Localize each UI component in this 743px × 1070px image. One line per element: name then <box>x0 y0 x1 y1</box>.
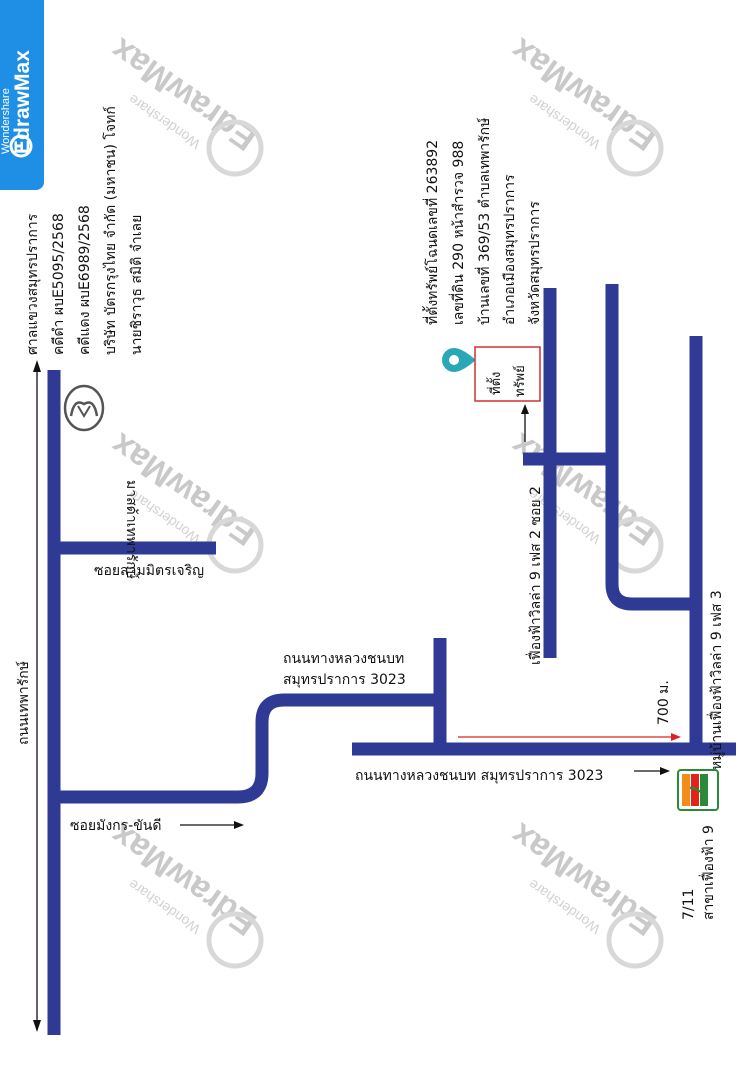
label-seven-line-1: 7/11 <box>681 889 697 920</box>
property-info: ที่ตั้งทรัพย์โฉนดเลขที่ 263892 เลขที่ดิน… <box>422 117 543 325</box>
mazda-logo-icon <box>63 384 105 432</box>
location-pin-icon <box>442 348 476 372</box>
arrow-soi-mangkon <box>180 821 244 829</box>
label-thepharak: ถนนเทพารักษ์ <box>15 661 32 745</box>
arrow-to-property <box>521 404 529 442</box>
badge-text: Wondershare EdrawMax <box>0 0 44 154</box>
watermark-bottom-left: EdrawMax Wondershare <box>104 815 264 943</box>
property-marker-box <box>474 346 541 402</box>
watermark-logo <box>206 119 264 177</box>
property-line-4: อำเภอเมืองสมุทรปราการ <box>502 174 518 325</box>
edrawmax-logo-icon <box>9 134 33 158</box>
distance-arrow <box>458 733 681 741</box>
property-line-2: เลขที่ดิน 290 หน้าสำรวจ 988 <box>449 141 467 325</box>
badge-line-2: EdrawMax <box>11 50 34 154</box>
arrow-highway <box>634 767 670 775</box>
road-soi-mangkon <box>54 693 436 804</box>
edrawmax-badge: Wondershare EdrawMax <box>0 0 44 190</box>
court-info: ศาลแขวงสมุทรปราการ คดีดำ ผบE5095/2568 คด… <box>25 106 145 355</box>
main-road-axis <box>33 360 41 1032</box>
court-line-4: บริษัท บัตรกรุงไทย จำกัด (มหาชน) โจทก์ <box>102 106 119 355</box>
watermark-logo <box>606 911 664 969</box>
watermark-logo <box>206 911 264 969</box>
label-highway-top-1: ถนนทางหลวงชนบท <box>283 651 404 667</box>
svg-text:7: 7 <box>686 784 706 794</box>
label-fueangfa-phase3: หมู่บ้านเฟื่องฟ้าวิลล่า 9 เฟส 3 <box>707 590 725 770</box>
property-marker-line-2: ทรัพย์ <box>512 365 528 397</box>
court-line-5: นายชิราวุธ สมิติ จำเลย <box>129 215 145 355</box>
road-network <box>47 284 736 1035</box>
seven-eleven-logo-icon: 7 <box>677 769 719 811</box>
label-distance: 700 ม. <box>656 680 672 725</box>
watermark-mid-right: EdrawMax Wondershare <box>504 425 664 553</box>
label-highway-bottom: ถนนทางหลวงชนบท สมุทรปราการ 3023 <box>355 768 603 784</box>
watermark-logo <box>606 119 664 177</box>
property-marker-line-1: ที่ตั้ง <box>486 372 504 395</box>
property-line-1: ที่ตั้งทรัพย์โฉนดเลขที่ 263892 <box>422 140 441 325</box>
court-line-3: คดีแดง ผบE6989/2568 <box>77 205 93 355</box>
label-soi-sammit: ซอยสามมิตรเจริญ <box>94 563 204 579</box>
mazda-label: มาสด้าเทพารักษ์ <box>123 480 140 579</box>
watermark-bottom-right: EdrawMax Wondershare <box>504 815 664 943</box>
road-fueangfa-connector <box>605 284 696 611</box>
label-soi-mangkon: ซอยมังกร-ขันดี <box>70 818 161 834</box>
court-line-1: ศาลแขวงสมุทรปราการ <box>25 213 41 355</box>
property-line-5: จังหวัดสมุทรปราการ <box>527 201 543 325</box>
label-seven-line-2: สาขาเฟื่องฟ้า 9 <box>699 825 717 920</box>
label-highway-top-2: สมุทรปราการ 3023 <box>283 672 406 688</box>
watermark-top-right: EdrawMax Wondershare <box>504 30 664 158</box>
label-fueangfa-phase2: เฟื่องฟ้าวิลล่า 9 เฟส 2 ซอย 2 <box>526 486 544 665</box>
property-line-3: บ้านเลขที่ 369/53 ตำบลเทพารักษ์ <box>475 117 493 325</box>
court-line-2: คดีดำ ผบE5095/2568 <box>51 213 67 355</box>
